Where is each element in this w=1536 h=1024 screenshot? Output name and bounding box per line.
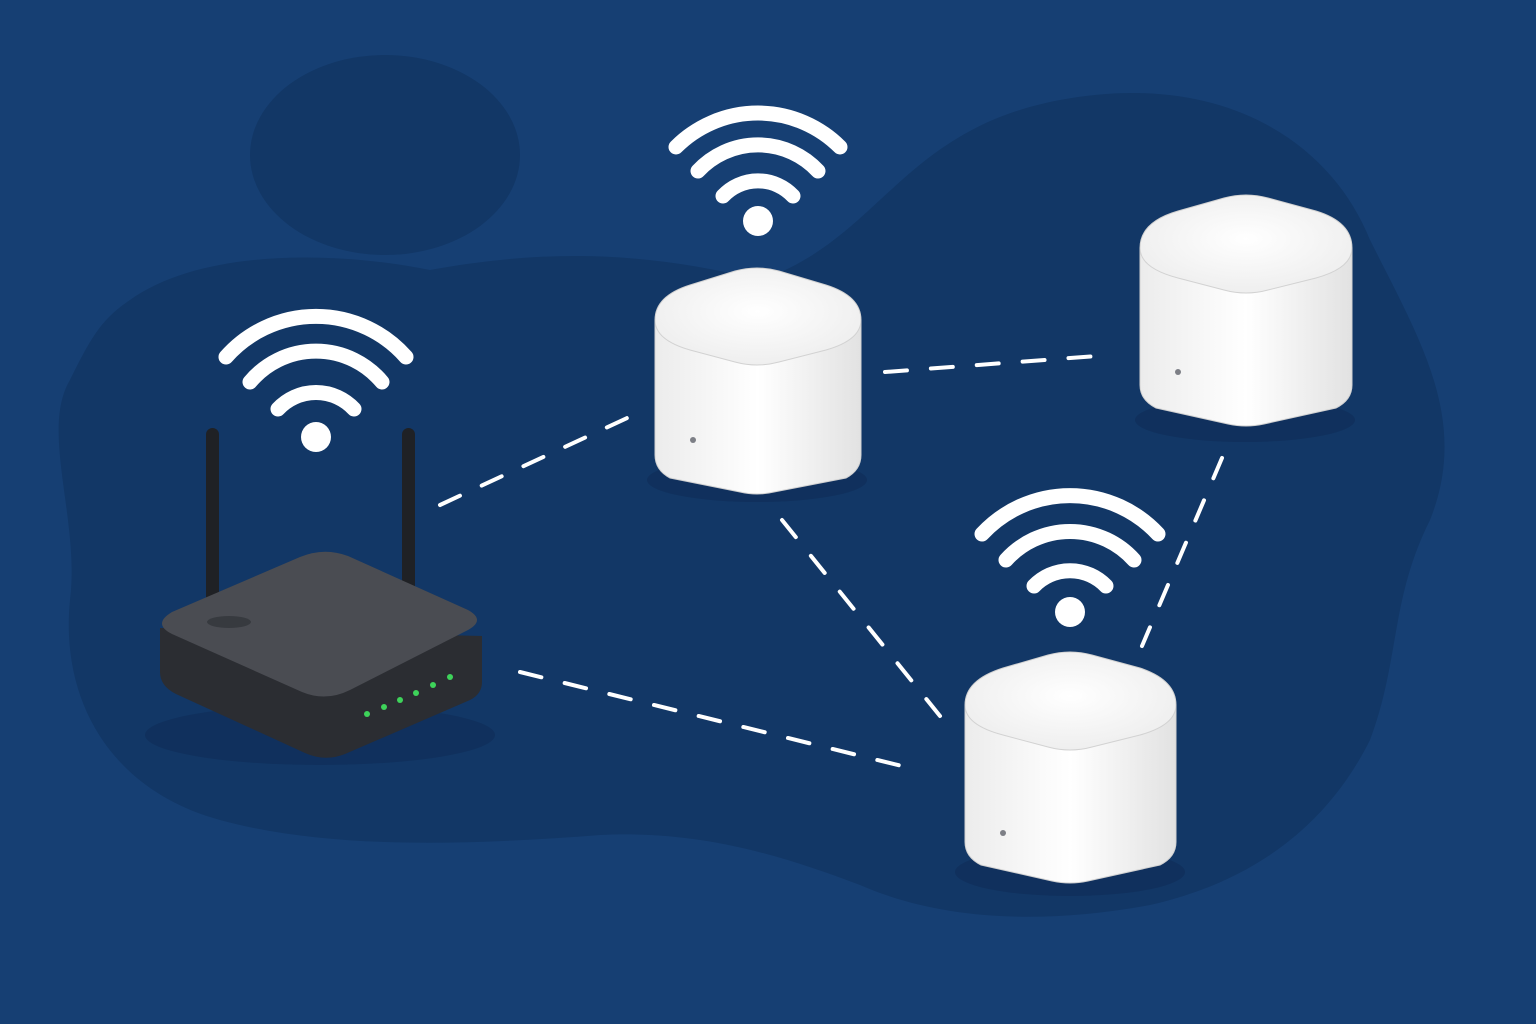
mesh-node-icon <box>955 651 1185 896</box>
mesh-node-icon <box>1135 194 1355 442</box>
mesh-node-led <box>1175 369 1181 375</box>
router-led <box>430 682 436 688</box>
router-led <box>364 711 370 717</box>
link-node-top-to-node-right <box>883 353 1112 374</box>
router-led <box>381 704 387 710</box>
mesh-node-body <box>654 319 862 495</box>
mesh-node-body <box>1139 247 1353 427</box>
mesh-node-led <box>690 437 696 443</box>
router-led <box>413 690 419 696</box>
router-top <box>162 551 477 697</box>
link-node-right-to-node-bottom <box>1140 456 1224 648</box>
mesh-node-top <box>654 267 862 366</box>
antenna-right <box>402 428 415 596</box>
wifi-icon <box>218 308 414 452</box>
router-leds <box>364 674 453 717</box>
router-led <box>447 674 453 680</box>
link-router-to-node-bottom <box>518 670 920 772</box>
mesh-node-led <box>1000 830 1006 836</box>
antenna-left <box>206 428 219 620</box>
router-led <box>397 697 403 703</box>
mesh-node-icon <box>647 267 867 502</box>
mesh-node-top <box>1139 194 1353 294</box>
network-links <box>438 353 1224 772</box>
wifi-icon <box>974 488 1166 627</box>
mesh-node-top <box>964 651 1177 751</box>
link-router-to-node-top <box>438 410 642 507</box>
wifi-icon <box>668 105 848 236</box>
mesh-node-body <box>964 704 1177 884</box>
router-icon <box>145 428 495 765</box>
background-blob-small <box>250 55 520 255</box>
